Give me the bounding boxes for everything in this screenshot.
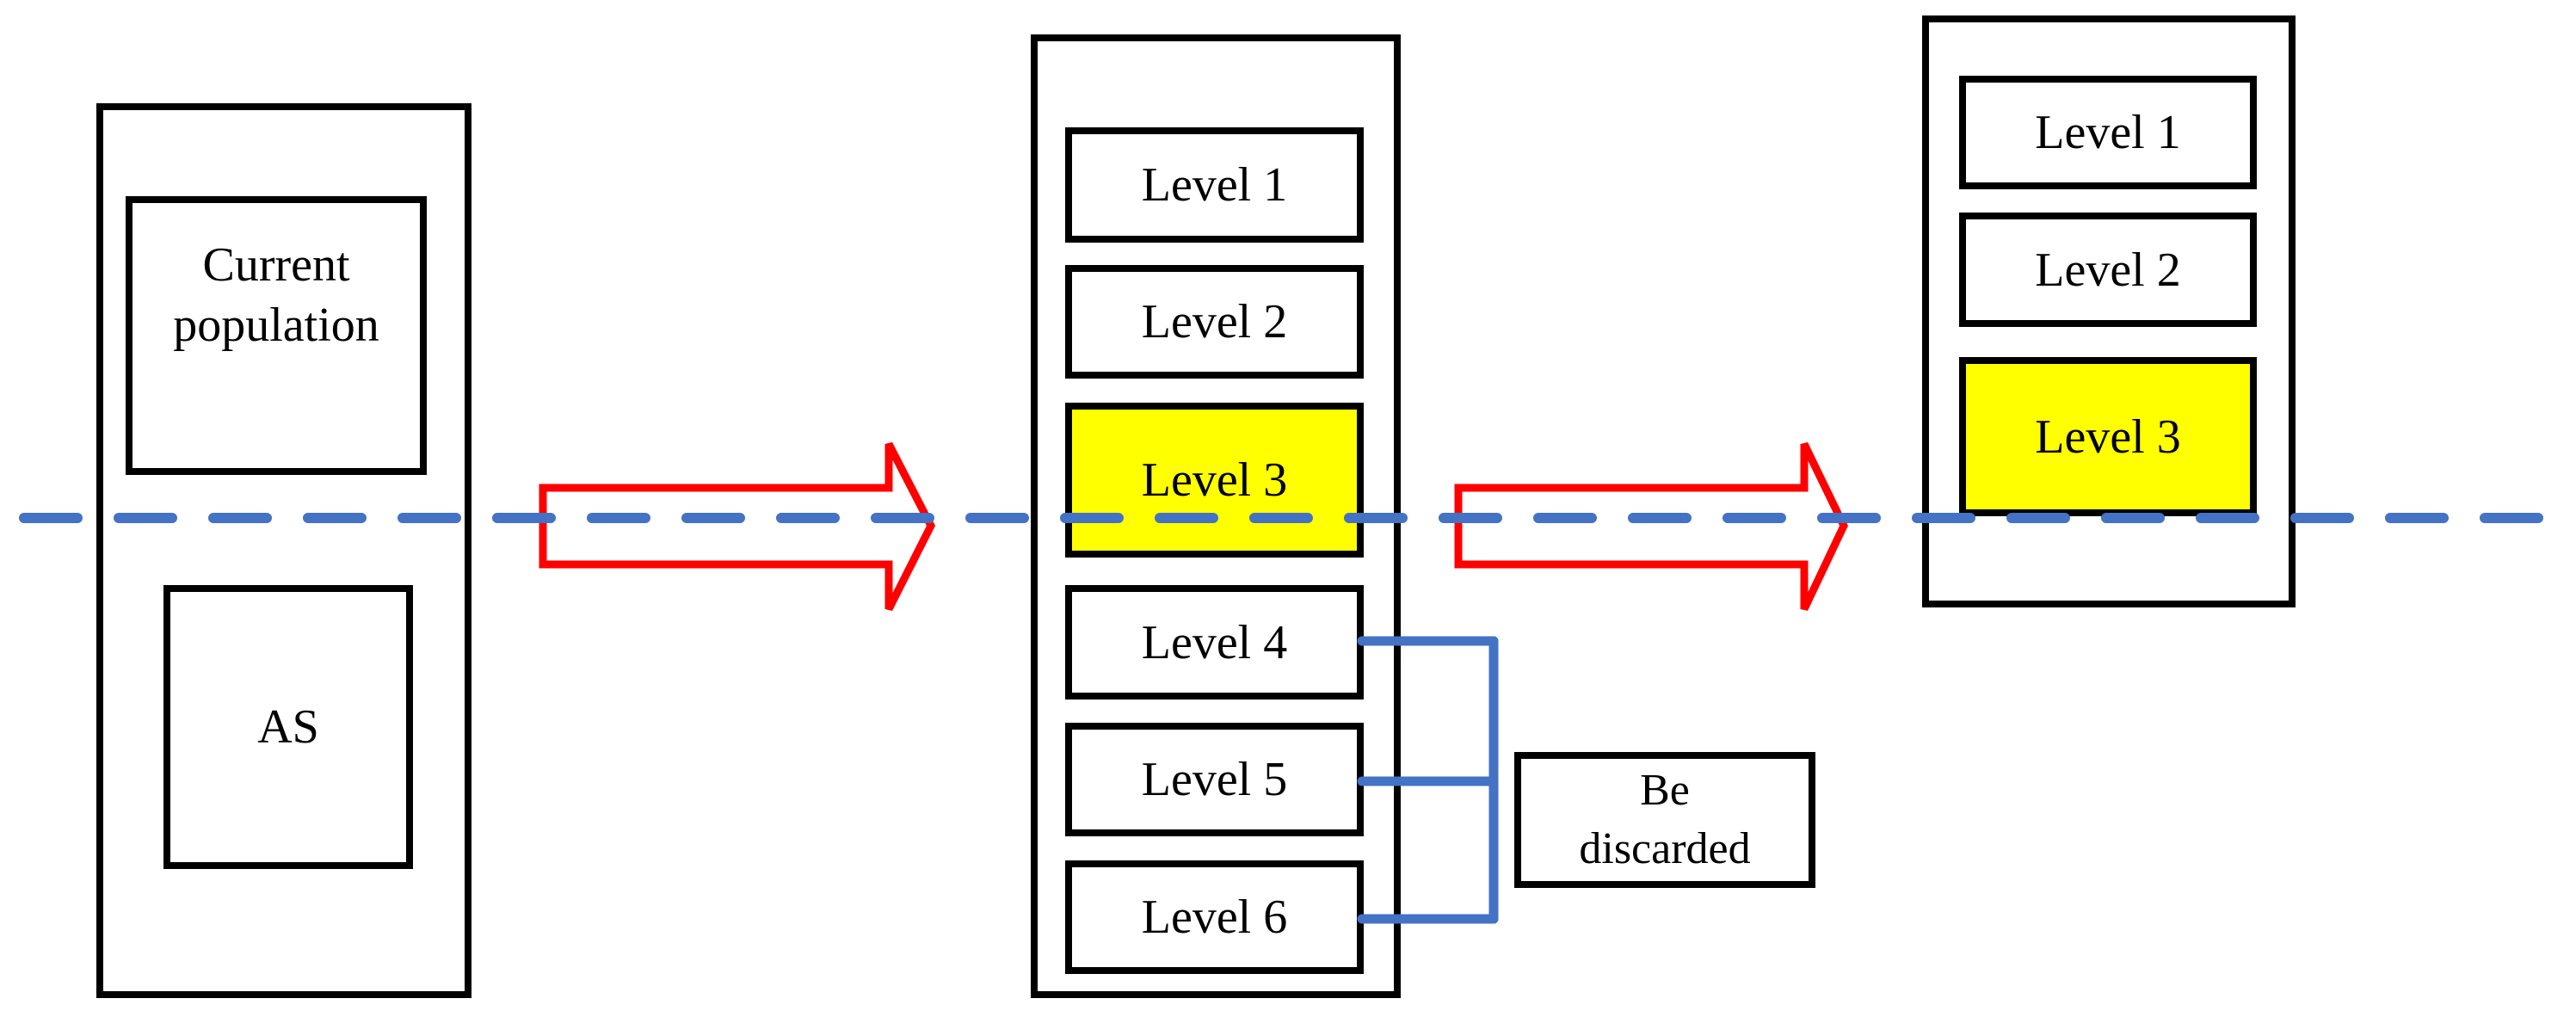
level-box-middle-4: Level 4 (1065, 585, 1364, 700)
level-box-right-1: Level 1 (1959, 76, 2257, 189)
level-label: Level 5 (1141, 753, 1288, 806)
level-label: Level 1 (2035, 106, 2181, 159)
level-label: Level 2 (1141, 295, 1288, 348)
discard-label-line2: discarded (1579, 824, 1751, 873)
discard-label-line1: Be (1640, 766, 1690, 816)
level-box-middle-3-highlighted: Level 3 (1065, 403, 1364, 558)
level-box-middle-1: Level 1 (1065, 127, 1364, 243)
current-population-box: Current population (126, 196, 427, 475)
level-label: Level 3 (1141, 453, 1288, 507)
level-box-right-2: Level 2 (1959, 213, 2257, 327)
level-box-middle-5: Level 5 (1065, 723, 1364, 836)
arrow-left-to-middle-icon (539, 441, 936, 612)
current-population-label: Current population (173, 237, 379, 352)
level-box-middle-2: Level 2 (1065, 265, 1364, 379)
level-label: Level 2 (2035, 243, 2181, 297)
level-label: Level 1 (1141, 158, 1288, 212)
level-label: Level 6 (1141, 891, 1288, 944)
level-label: Level 4 (1141, 615, 1288, 669)
arrow-middle-to-right-icon (1454, 442, 1848, 611)
be-discarded-box: Be discarded (1514, 752, 1815, 888)
archive-set-box: AS (163, 585, 413, 869)
as-label: AS (257, 700, 319, 754)
level-label: Level 3 (2035, 410, 2181, 464)
level-box-middle-6: Level 6 (1065, 860, 1364, 974)
level-box-right-3-highlighted: Level 3 (1959, 357, 2257, 516)
